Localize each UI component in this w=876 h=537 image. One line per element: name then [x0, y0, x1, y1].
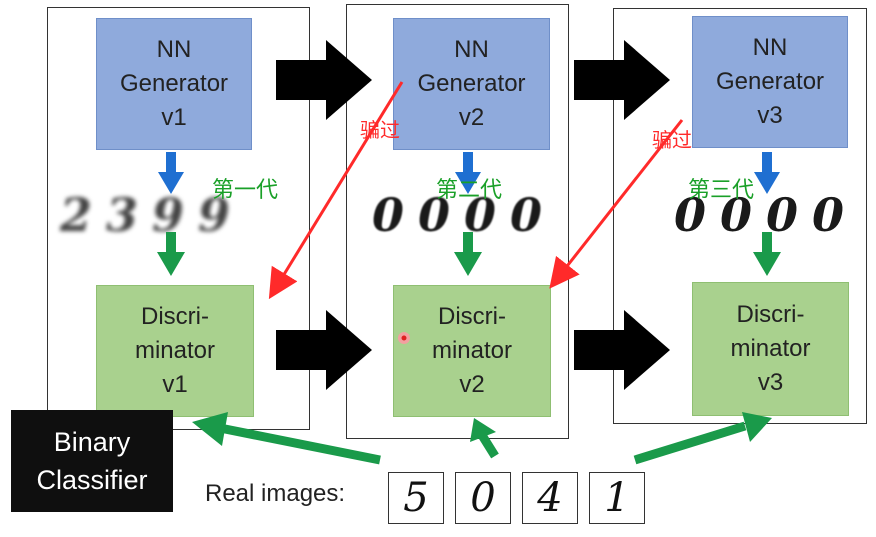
black-arrow-gen-2-3	[574, 40, 670, 120]
generator-v2: NN Generator v2	[393, 18, 550, 150]
red-fool-arrow-1	[268, 81, 404, 300]
green-down-arrows	[157, 232, 781, 276]
discriminator-v1: Discri- minator v1	[96, 285, 254, 417]
fool-label-1: 骗过	[360, 120, 400, 142]
generator-v3: NN Generator v3	[692, 16, 848, 148]
real-image-5: 5	[388, 472, 444, 524]
generated-digits-v1: 2399	[60, 188, 245, 242]
discriminator-v2: Discri- minator v2	[393, 285, 551, 417]
generation-label-2: 第二代	[436, 177, 503, 202]
generated-digits-v3: 0000	[674, 188, 859, 242]
black-arrow-disc-2-3	[574, 310, 670, 390]
generator-v1: NN Generator v1	[96, 18, 252, 150]
real-image-1: 1	[589, 472, 645, 524]
generation-label-1: 第一代	[212, 177, 279, 202]
real-images-label: Real images:	[205, 480, 346, 507]
fool-label-2: 骗过	[652, 130, 692, 152]
blue-arrows	[158, 152, 780, 194]
real-image-4: 4	[522, 472, 578, 524]
generation-label-3: 第三代	[688, 177, 755, 202]
black-arrow-disc-1-2	[276, 310, 372, 390]
discriminator-v3: Discri- minator v3	[692, 282, 849, 416]
real-image-0: 0	[455, 472, 511, 524]
black-arrow-gen-1-2	[276, 40, 372, 120]
generated-digits-v2: 0000	[372, 188, 557, 242]
red-fool-arrow-2	[549, 119, 684, 289]
binary-classifier-label: Binary Classifier	[11, 410, 173, 512]
